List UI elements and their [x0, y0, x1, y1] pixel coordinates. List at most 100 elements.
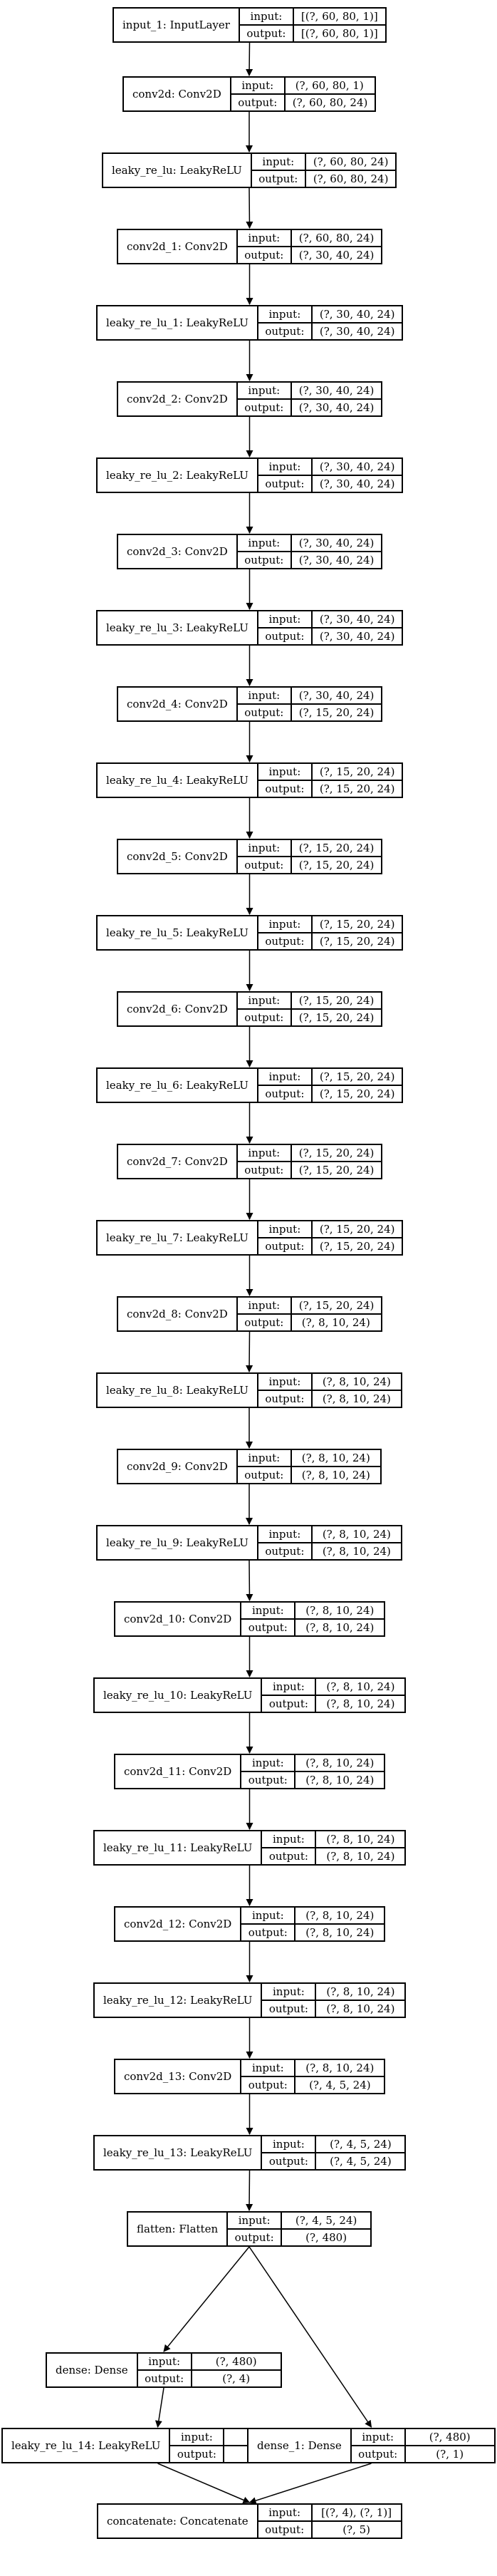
output-label: output: [238, 552, 292, 568]
input-shape-value: (?, 15, 20, 24) [319, 918, 395, 931]
input-shape-row: input:(?, 30, 40, 24) [258, 459, 402, 475]
input-shape-value: [(?, 60, 80, 1)] [300, 10, 378, 23]
input-shape-row: input:(?, 15, 20, 24) [258, 916, 402, 932]
layer-node-leaky-re-lu-3: leaky_re_lu_3: LeakyReLU input: (?, 30, 40… [96, 610, 404, 646]
output-label: output: [258, 933, 313, 949]
layer-name: leaky_re_lu: LeakyReLU [112, 164, 242, 177]
output-label: output: [241, 1772, 296, 1788]
input-shape-value: (?, 30, 40, 24) [298, 537, 375, 549]
input-shape-row: input:(?, 60, 80, 24) [252, 154, 396, 170]
input-shape-row: input:(?, 8, 10, 24) [258, 1526, 401, 1542]
input-label: input: [170, 2429, 225, 2445]
input-shape-row: input:(?, 8, 10, 24) [241, 2060, 384, 2076]
input-shape-row: input:(?, 8, 10, 24) [262, 1831, 404, 1847]
input-shape-row: input:(?, 15, 20, 24) [258, 1221, 402, 1237]
output-label: output: [238, 705, 292, 720]
layer-shapes: input:(?, 15, 20, 24)output:(?, 15, 20, … [256, 1221, 402, 1254]
output-shape-row: output:(?, 5) [258, 2520, 401, 2538]
input-label: input: [241, 1908, 296, 1923]
input-label: input: [258, 611, 313, 627]
output-label: output: [258, 781, 313, 797]
output-label: output: [238, 247, 292, 263]
input-shape-row: input: (?, 60, 80, 1) [231, 78, 375, 93]
input-shape-row: input:(?, 60, 80, 24) [238, 230, 382, 246]
output-shape-row: output:(?, 60, 80, 24) [231, 93, 375, 110]
input-label: input: [262, 1679, 317, 1695]
edge-dense-1-to-concatenate [248, 2463, 372, 2505]
layer-name: conv2d_5: Conv2D [127, 850, 228, 863]
input-shape-row: input:(?, 15, 20, 24) [238, 1145, 382, 1161]
layer-shapes: input:(?, 15, 20, 24)output:(?, 15, 20, … [256, 764, 402, 797]
output-shape-row: output:(?, 8, 10, 24) [262, 1847, 405, 1864]
layer-shapes: input:(?, 15, 20, 24)output:(?, 15, 20, … [236, 993, 382, 1025]
input-shape-row: input:(?, 8, 10, 24) [241, 1603, 384, 1618]
layer-name: conv2d_9: Conv2D [127, 1460, 228, 1473]
edge-leaky-re-lu-14-to-concatenate [157, 2463, 251, 2504]
input-shape-value: (?, 30, 40, 24) [319, 308, 395, 321]
output-shape-value: (?, 30, 40, 24) [319, 630, 395, 643]
layer-shapes: input:(?, 15, 20, 24)output: (?, 15, 20, … [256, 916, 402, 949]
output-shape-value: (?, 15, 20, 24) [298, 859, 375, 871]
input-label: input: [241, 1755, 296, 1771]
input-shape-value: (?, 4, 5, 24) [330, 2138, 392, 2151]
output-label: output: [241, 1620, 296, 1635]
input-label: input: [258, 306, 313, 322]
layer-name: conv2d_1: Conv2D [127, 240, 228, 253]
input-label: input: [238, 535, 292, 551]
input-shape-row: input:(?, 15, 20, 24) [258, 764, 402, 780]
input-shape-value: (?, 60, 80, 1) [295, 79, 364, 92]
output-shape-row: output:(?, 30, 40, 24) [258, 627, 402, 644]
layer-name: conv2d_12: Conv2D [124, 1918, 232, 1930]
input-shape-value: (?, 8, 10, 24) [301, 1452, 370, 1464]
layer-name: leaky_re_lu_12: LeakyReLU [103, 1994, 253, 2007]
layer-name: leaky_re_lu_2: LeakyReLU [106, 469, 248, 482]
output-label: output: [238, 857, 292, 873]
output-label: output: [262, 1848, 317, 1864]
output-shape-row: output:(?, 8, 10, 24) [241, 1923, 384, 1940]
output-shape-value: (?, 60, 80, 24) [313, 172, 389, 185]
input-label: input: [258, 1221, 313, 1237]
input-shape-value: (?, 8, 10, 24) [305, 2062, 375, 2074]
input-label: input: [258, 1374, 313, 1390]
layer-name: conv2d_10: Conv2D [124, 1613, 232, 1625]
input-shape-value: (?, 30, 40, 24) [298, 384, 375, 397]
input-label: input: [231, 78, 286, 93]
input-label: input: [352, 2429, 406, 2445]
output-label: output: [238, 1315, 292, 1330]
edge-input-1-to-conv2d [246, 42, 253, 76]
output-shape-value: (?, 30, 40, 24) [319, 477, 395, 490]
layer-name: conv2d_3: Conv2D [127, 545, 228, 558]
edge-leaky-re-lu-13-to-flatten [246, 2170, 253, 2211]
input-shape-value: (?, 30, 40, 24) [298, 689, 375, 702]
output-label: output: [241, 1925, 296, 1940]
input-shape-value: (?, 8, 10, 24) [305, 1909, 375, 1922]
input-label: input: [240, 9, 294, 24]
output-label: output: [238, 1162, 292, 1178]
output-shape-row: output:(?, 8, 10, 24) [262, 2000, 405, 2017]
input-label: input: [238, 230, 292, 246]
output-shape-row: output:(?, 8, 10, 24) [241, 1771, 384, 1788]
layer-shapes: input:(?, 8, 10, 24)output:(?, 8, 10, 24… [236, 1450, 380, 1483]
output-shape-value: (?, 8, 10, 24) [301, 1316, 370, 1329]
input-shape-row: input:(?, 8, 10, 24) [262, 1679, 404, 1695]
layer-name: conv2d_7: Conv2D [127, 1155, 228, 1168]
input-shape-value: (?, 15, 20, 24) [298, 994, 375, 1007]
output-shape-row: output:(?, 1) [351, 2445, 494, 2462]
input-label: input: [238, 1298, 292, 1313]
output-shape-row: output:(?, 15, 20, 24) [258, 1085, 402, 1102]
layer-name: input_1: InputLayer [122, 19, 230, 31]
input-shape-value: [(?, 4), (?, 1)] [321, 2506, 392, 2519]
layer-name: leaky_re_lu_3: LeakyReLU [106, 621, 248, 634]
output-shape-row: output:(?, 30, 40, 24) [237, 246, 382, 263]
input-shape-row: input:(?, 4, 5, 24) [262, 2136, 404, 2152]
edge-conv2d-8-to-leaky-re-lu-8 [246, 1331, 253, 1372]
input-shape-row: input:(?, 480) [138, 2354, 281, 2369]
layer-name: leaky_re_lu_13: LeakyReLU [103, 2146, 253, 2159]
output-shape-row: output:(?, 15, 20, 24) [258, 1237, 402, 1254]
input-shape-value: (?, 8, 10, 24) [305, 1604, 375, 1617]
